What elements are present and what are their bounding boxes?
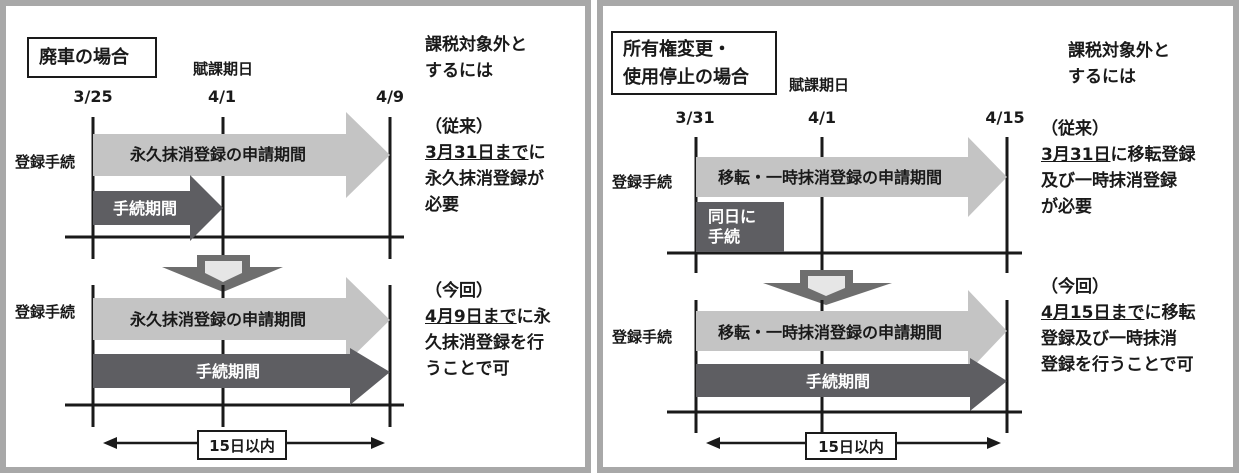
left-before-text: 永久抹消登録が: [425, 169, 544, 189]
left-after-deadline: 4月9日まで: [425, 307, 517, 327]
left-after-label: （今回）: [425, 281, 493, 301]
left-title: 廃車の場合: [27, 37, 157, 78]
right-heading-line: するには: [1068, 67, 1136, 87]
right-same-day-label: 同日に 手続: [708, 207, 756, 247]
left-heading: 課税対象外と するには: [425, 32, 527, 84]
left-before-deadline: 3月31日まで: [425, 143, 529, 163]
right-top-application-arrow: [696, 137, 1007, 217]
right-same-day-line: 同日に: [708, 207, 757, 226]
left-top-procedure-arrow: [93, 175, 223, 241]
right-date-tax: 4/1: [807, 108, 837, 127]
left-after-note: （今回） 4月9日までに永 久抹消登録を行 うことで可: [425, 278, 551, 382]
left-date-start: 3/25: [73, 87, 113, 106]
right-before-text: に移転登録: [1110, 145, 1196, 165]
left-heading-line: 課税対象外と: [425, 35, 527, 55]
left-after-text: うことで可: [425, 359, 510, 379]
right-heading: 課税対象外と するには: [1068, 38, 1170, 90]
left-before-note: （従来） 3月31日までに 永久抹消登録が 必要: [425, 114, 546, 218]
left-after-text: に永: [516, 307, 551, 327]
right-after-text: 登録を行うことで可: [1041, 355, 1194, 375]
right-bottom-application-label: 移転・一時抹消登録の申請期間: [718, 323, 943, 342]
right-after-text: 登録及び一時抹消: [1041, 329, 1177, 349]
left-bottom-procedure-arrow: [93, 348, 390, 405]
right-after-note: （今回） 4月15日までに移転 登録及び一時抹消 登録を行うことで可: [1041, 274, 1196, 378]
left-top-application-arrow: [93, 112, 390, 198]
right-before-note: （従来） 3月31日に移転登録 及び一時抹消登録 が必要: [1041, 116, 1196, 220]
right-range-label: 15日以内: [805, 432, 897, 460]
right-after-text: に移転: [1144, 303, 1196, 323]
right-bottom-procedure-arrow: [696, 358, 1007, 411]
right-row-label-bottom: 登録手続: [612, 328, 673, 346]
left-before-text: 必要: [425, 195, 459, 215]
right-date-end: 4/15: [985, 108, 1025, 127]
left-row-label-top: 登録手続: [15, 153, 76, 171]
right-bottom-procedure-label: 手続期間: [806, 372, 871, 391]
left-range-label: 15日以内: [197, 430, 287, 460]
left-bottom-application-label: 永久抹消登録の申請期間: [130, 310, 307, 329]
left-row-label-bottom: 登録手続: [15, 303, 76, 321]
right-title-line: 所有権変更・: [623, 39, 731, 60]
left-before-text: に: [528, 143, 546, 163]
left-bottom-application-arrow: [93, 277, 390, 363]
left-panel-frame: [0, 0, 591, 473]
right-after-label: （今回）: [1041, 277, 1109, 297]
right-before-text: 及び一時抹消登録: [1041, 171, 1177, 191]
left-top-application-label: 永久抹消登録の申請期間: [130, 145, 307, 164]
right-before-text: が必要: [1041, 197, 1092, 217]
right-before-deadline: 3月31日: [1041, 145, 1111, 165]
left-date-end: 4/9: [375, 87, 405, 106]
right-tax-date-label: 賦課期日: [789, 76, 850, 94]
right-same-day-line: 手続: [708, 227, 741, 246]
left-date-tax: 4/1: [207, 87, 237, 106]
right-down-arrow: [763, 270, 892, 305]
right-title: 所有権変更・ 使用停止の場合: [611, 31, 777, 95]
left-after-text: 久抹消登録を行: [425, 333, 544, 353]
right-heading-line: 課税対象外と: [1068, 41, 1170, 61]
right-panel-frame: [597, 0, 1239, 473]
right-same-day-box: [696, 202, 784, 252]
left-top-procedure-label: 手続期間: [113, 199, 178, 218]
left-tax-date-label: 賦課期日: [193, 60, 254, 78]
right-row-label-top: 登録手続: [612, 173, 673, 191]
right-bottom-application-arrow: [696, 290, 1007, 372]
right-top-application-label: 移転・一時抹消登録の申請期間: [718, 168, 943, 187]
left-heading-line: するには: [425, 61, 493, 81]
right-title-line: 使用停止の場合: [623, 67, 749, 88]
right-after-deadline: 4月15日まで: [1041, 303, 1145, 323]
left-down-arrow: [162, 255, 283, 292]
right-date-start: 3/31: [675, 108, 715, 127]
left-before-label: （従来）: [425, 117, 493, 137]
left-bottom-procedure-label: 手続期間: [196, 362, 261, 381]
right-before-label: （従来）: [1041, 119, 1109, 139]
